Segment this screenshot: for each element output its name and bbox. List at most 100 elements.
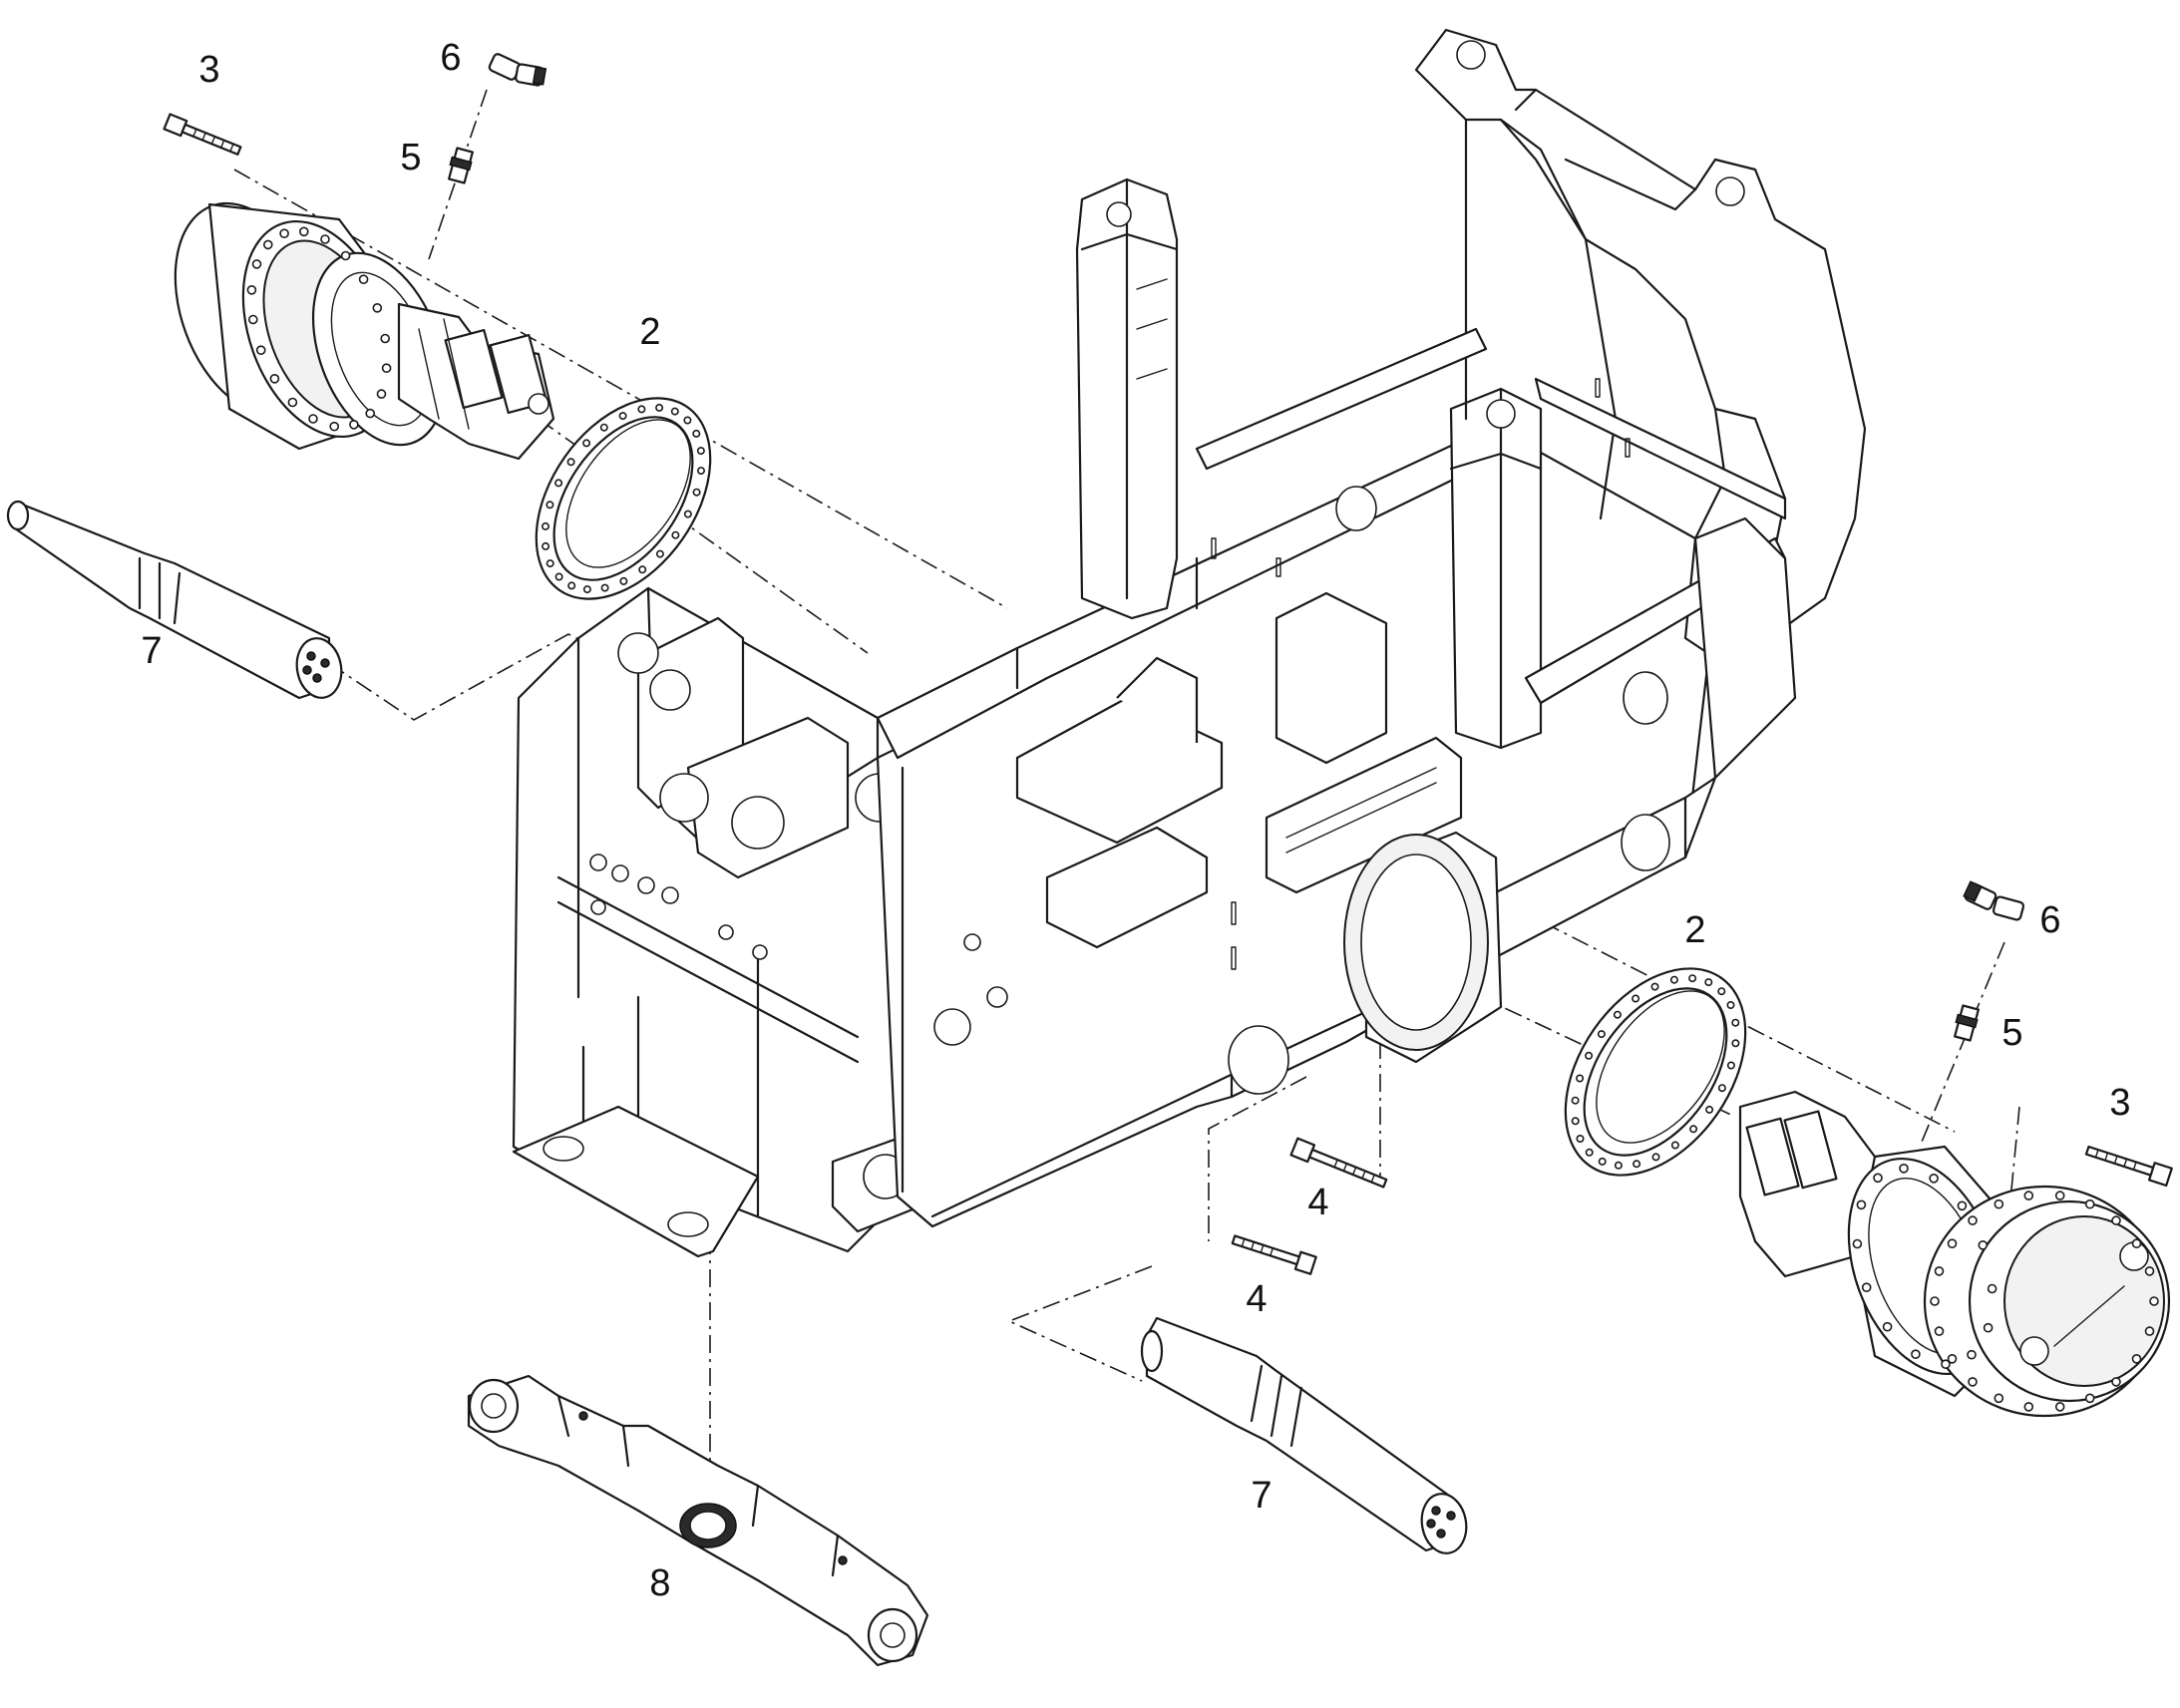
bolt-hole bbox=[670, 407, 679, 416]
bolt-hole bbox=[1576, 1074, 1585, 1083]
bolt-hole bbox=[1968, 1215, 1978, 1225]
bolt-hole bbox=[1704, 978, 1713, 987]
callout-nipple-left: 5 bbox=[400, 137, 421, 178]
bolt-hole bbox=[287, 397, 298, 408]
bolt-hole bbox=[381, 363, 392, 374]
bolt-hole bbox=[320, 234, 330, 244]
callout-bolt-mid-upper: 4 bbox=[1307, 1182, 1328, 1223]
bolt-hole bbox=[1613, 1010, 1622, 1019]
callout-link-bar: 8 bbox=[649, 1562, 670, 1604]
nipple-right bbox=[1954, 1004, 1980, 1042]
callout-bolt-right: 3 bbox=[2109, 1082, 2130, 1124]
bolt-hole bbox=[1571, 1096, 1580, 1105]
bolt-hole bbox=[308, 414, 318, 424]
bolt-hole bbox=[1689, 1125, 1698, 1134]
bolt-hole bbox=[2131, 1354, 2142, 1364]
bolt-hole bbox=[655, 403, 664, 412]
bolt-hole bbox=[1856, 1199, 1867, 1210]
hub-bolt-circle-right bbox=[1852, 1164, 2159, 1412]
bolt-hole bbox=[1947, 1238, 1958, 1248]
pin-left bbox=[6, 500, 343, 700]
bolt-hole bbox=[2023, 1402, 2034, 1412]
bolt-hole bbox=[554, 572, 563, 581]
bolt-hole bbox=[2084, 1393, 2095, 1404]
bolt-hole bbox=[696, 447, 705, 456]
bolt-hole bbox=[1688, 974, 1697, 983]
bolt-hole bbox=[1957, 1200, 1968, 1211]
hub-bolt-circle-left bbox=[246, 226, 392, 432]
bolt-hole bbox=[2144, 1326, 2155, 1336]
bolt-hole bbox=[262, 239, 273, 250]
bolt-hole bbox=[1899, 1164, 1909, 1174]
link-bar bbox=[467, 1374, 929, 1667]
bolt-hole bbox=[2131, 1238, 2142, 1248]
bolt-hole bbox=[349, 419, 359, 430]
bolt-hole bbox=[683, 416, 692, 425]
pin-right bbox=[1140, 1316, 1468, 1554]
bolt-hole bbox=[1717, 987, 1726, 996]
bolt-hole bbox=[2149, 1296, 2159, 1306]
elbow-left bbox=[488, 53, 547, 87]
bolt-hole bbox=[1987, 1283, 1998, 1294]
bolt-hole bbox=[376, 389, 387, 399]
bolt-hole bbox=[251, 259, 262, 269]
bolt-hole bbox=[1651, 1153, 1660, 1162]
bolt-hole bbox=[618, 412, 627, 421]
bolt-hole bbox=[298, 226, 309, 237]
bolt-hole bbox=[1585, 1148, 1594, 1157]
bolt-hole bbox=[637, 405, 646, 414]
bolt-hole bbox=[1930, 1296, 1940, 1306]
bolt-hole bbox=[1978, 1240, 1989, 1250]
bolt-hole bbox=[566, 458, 575, 467]
bolt-hole bbox=[365, 408, 376, 419]
ring-left bbox=[535, 397, 712, 600]
bolt-right bbox=[2084, 1145, 2173, 1188]
callout-labels: 2 2 3 3 4 4 5 5 6 6 7 7 8 bbox=[141, 37, 2130, 1604]
bolt-hole bbox=[2084, 1198, 2095, 1209]
bolt-hole bbox=[1852, 1238, 1863, 1249]
bolt-hole bbox=[1967, 1349, 1977, 1360]
bolt-hole bbox=[248, 314, 258, 325]
bolt-hole bbox=[600, 583, 609, 592]
bolt-hole bbox=[638, 565, 647, 574]
callout-bolt-left: 3 bbox=[198, 49, 219, 91]
bolt-hole bbox=[1705, 1105, 1714, 1114]
bolt-hole bbox=[1947, 1354, 1958, 1364]
bolt-hole bbox=[1614, 1161, 1623, 1170]
callout-elbow-left: 6 bbox=[440, 37, 461, 79]
callout-nipple-right: 5 bbox=[2001, 1012, 2022, 1054]
bolt-hole bbox=[1598, 1157, 1607, 1166]
bolt-hole bbox=[554, 479, 563, 488]
bolt-hole bbox=[1731, 1039, 1740, 1048]
bolt-hole bbox=[1994, 1393, 2004, 1404]
bolt-hole bbox=[2144, 1266, 2155, 1276]
bolt-hole bbox=[541, 521, 549, 530]
bolt-hole bbox=[671, 530, 680, 539]
bolt-hole bbox=[1597, 1030, 1606, 1039]
bolt-hole bbox=[1941, 1359, 1951, 1369]
bolt-hole bbox=[567, 581, 576, 590]
bolt-hole bbox=[1929, 1174, 1939, 1184]
bolt-hole bbox=[1934, 1266, 1945, 1276]
bolt-hole bbox=[1726, 1000, 1735, 1009]
bolt-hole bbox=[2111, 1377, 2121, 1387]
bolt-hole bbox=[340, 250, 351, 261]
elbow-right bbox=[1963, 880, 2025, 921]
callout-elbow-right: 6 bbox=[2039, 899, 2060, 941]
bolt-hole bbox=[1731, 1018, 1740, 1027]
bolt-hole bbox=[1968, 1377, 1978, 1387]
bolt-hole bbox=[1934, 1326, 1945, 1336]
bolt-hole bbox=[542, 541, 550, 550]
bolt-hole bbox=[2054, 1402, 2065, 1412]
bolt-hole bbox=[358, 274, 369, 285]
bolt-hole bbox=[380, 333, 391, 344]
bolt-hole bbox=[279, 228, 289, 238]
bolt-hole bbox=[246, 284, 257, 295]
final-drive-right bbox=[1738, 1090, 2171, 1418]
bolt-hole bbox=[582, 439, 591, 448]
ring-right bbox=[1564, 967, 1747, 1177]
bolt-hole bbox=[1873, 1173, 1883, 1184]
bolt-hole bbox=[2054, 1191, 2065, 1200]
bolt-hole bbox=[1861, 1282, 1872, 1292]
